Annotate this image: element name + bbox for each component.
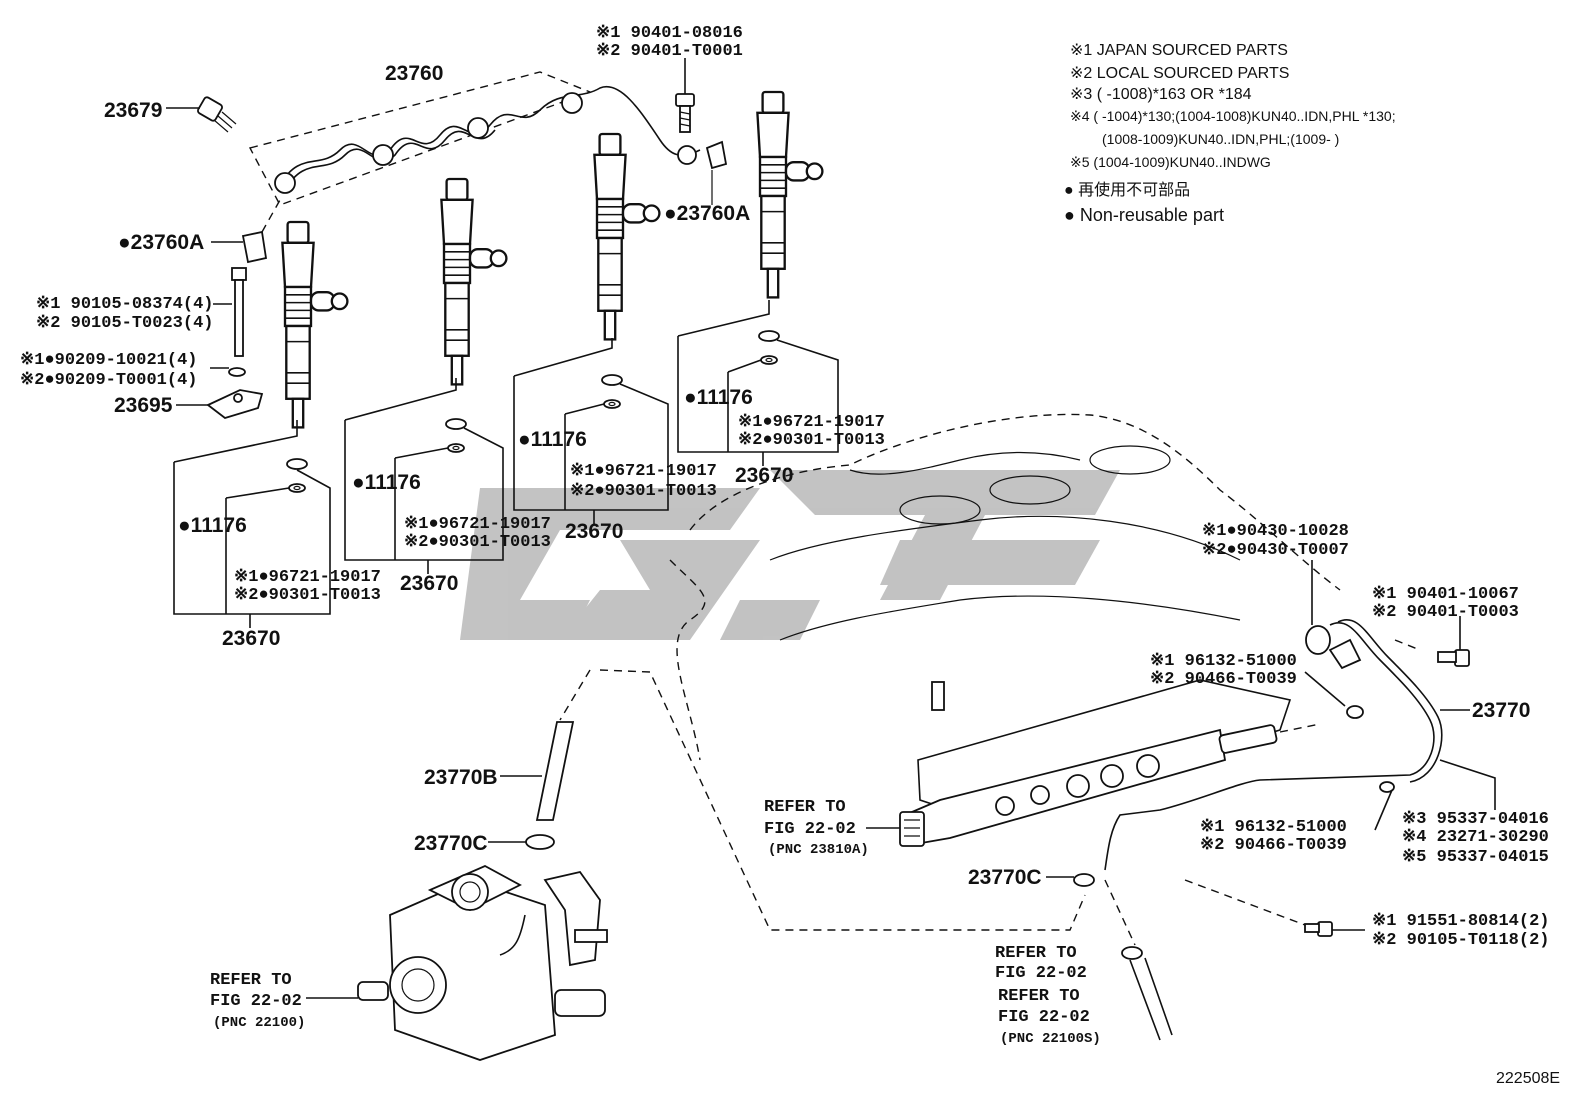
label-95337-a: ※3 95337-04016: [1402, 810, 1549, 829]
ref-hose-5: (PNC 22100S): [1000, 1031, 1101, 1047]
legend-local: ※2 LOCAL SOURCED PARTS: [1070, 65, 1289, 82]
label-95337-b: ※5 95337-04015: [1402, 848, 1549, 867]
part-labels: 23760 23679 ●23760A ●23760A ※1 90401-080…: [20, 24, 1560, 1087]
bolt-90401-10067[interactable]: [1437, 616, 1470, 667]
label-i4-a: ※1●96721-19017: [738, 413, 885, 432]
label-i2-23670: 23670: [400, 572, 458, 595]
label-90430-a: ※1●90430-10028: [1202, 522, 1349, 541]
hose-clamp-23770C-right[interactable]: [1046, 873, 1095, 887]
label-23271: ※4 23271-30290: [1402, 828, 1549, 847]
label-bolt-top-2: ※2 90401-T0001: [596, 42, 743, 61]
injection-pipe-set[interactable]: [248, 71, 701, 206]
ref-rail-2: FIG 22-02: [764, 820, 856, 839]
label-23770C-left: 23770C: [414, 832, 488, 855]
legend-nonreusable-en: ● Non-reusable part: [1064, 205, 1224, 225]
injector-1[interactable]: [281, 220, 349, 429]
ref-rail-3: (PNC 23810A): [768, 842, 869, 858]
label-90209-a: ※1●90209-10021(4): [20, 351, 197, 370]
figure-id: 222508E: [1496, 1070, 1560, 1087]
fuel-return-pipe-23770[interactable]: [1104, 560, 1496, 871]
ref-pump-1: REFER TO: [210, 971, 292, 990]
clamp-bolt-90105[interactable]: [213, 267, 247, 357]
label-90105-a: ※1 90105-08374(4): [36, 295, 213, 314]
label-90401-b: ※2 90401-T0003: [1372, 603, 1519, 622]
label-90209-b: ※2●90209-T0001(4): [20, 371, 197, 390]
pipe-clamp-23760A-left[interactable]: [211, 199, 281, 264]
legend-note4b: (1008-1009)KUN40..IDN,PHL;(1009- ): [1102, 131, 1339, 147]
label-96132-a: ※1 96132-51000: [1150, 652, 1297, 671]
supply-pump[interactable]: [306, 864, 608, 1061]
injector-3[interactable]: [593, 132, 661, 341]
legend: ※1 JAPAN SOURCED PARTS ※2 LOCAL SOURCED …: [1064, 42, 1396, 225]
hose-lower-right: [1104, 879, 1173, 1041]
fuel-hose-23770B[interactable]: [500, 721, 575, 821]
bolt-90401-top[interactable]: [675, 58, 695, 133]
label-23760A-left: ●23760A: [118, 231, 204, 254]
label-90466-a: ※2 90466-T0039: [1150, 670, 1297, 689]
label-bolt-top-1: ※1 90401-08016: [596, 24, 743, 43]
label-i1-a: ※1●96721-19017: [234, 568, 381, 587]
ref-hose-1: REFER TO: [995, 944, 1077, 963]
watermark-logo: [460, 470, 1120, 640]
bolt-91551[interactable]: [1184, 879, 1365, 937]
label-i3-11176: ●11176: [518, 428, 587, 451]
ref-hose-4: FIG 22-02: [998, 1008, 1090, 1027]
label-91551: ※1 91551-80814(2): [1372, 912, 1549, 931]
injector-2[interactable]: [440, 177, 508, 386]
label-i3-a: ※1●96721-19017: [570, 462, 717, 481]
label-23760: 23760: [385, 62, 443, 85]
label-23770: 23770: [1472, 699, 1530, 722]
label-90105-b: ※2 90105-T0023(4): [36, 314, 213, 333]
label-i1-23670: 23670: [222, 627, 280, 650]
seal-set-3: [513, 338, 669, 524]
pipe-clamp-23760A-right[interactable]: [677, 140, 728, 205]
injector-4[interactable]: [756, 90, 824, 299]
label-i4-23670: 23670: [735, 464, 793, 487]
label-i2-11176: ●11176: [352, 471, 421, 494]
legend-note5: ※5 (1004-1009)KUN40..INDWG: [1070, 154, 1271, 170]
legend-note4: ※4 ( -1004)*130;(1004-1008)KUN40..IDN,PH…: [1070, 108, 1396, 124]
label-23770C-right: 23770C: [968, 866, 1042, 889]
label-i1-11176: ●11176: [178, 514, 247, 537]
label-i2-a: ※1●96721-19017: [404, 515, 551, 534]
ref-rail-1: REFER TO: [764, 798, 846, 817]
ref-hose-2: FIG 22-02: [995, 964, 1087, 983]
hose-clamp-23770C-left[interactable]: [488, 834, 555, 850]
label-90401-a: ※1 90401-10067: [1372, 585, 1519, 604]
label-90105-right: ※2 90105-T0118(2): [1372, 931, 1549, 950]
label-i3-23670: 23670: [565, 520, 623, 543]
label-90466-b: ※2 90466-T0039: [1200, 836, 1347, 855]
label-96132-b: ※1 96132-51000: [1200, 818, 1347, 837]
cylinder-head-outline: [669, 413, 1341, 761]
label-i4-11176: ●11176: [684, 386, 753, 409]
ref-hose-3: REFER TO: [998, 987, 1080, 1006]
common-rail-assembly[interactable]: [866, 679, 1321, 847]
washer-90209[interactable]: [210, 367, 246, 377]
connector-dashes: [559, 669, 1086, 931]
label-i4-b: ※2●90301-T0013: [738, 431, 885, 450]
seal-set-4: [677, 300, 839, 466]
label-23679: 23679: [104, 99, 162, 122]
injector-clamp-23695[interactable]: [176, 389, 264, 419]
label-i1-b: ※2●90301-T0013: [234, 586, 381, 605]
union-bolt-23679[interactable]: [166, 96, 237, 133]
seal-set-1: [173, 420, 331, 628]
label-i2-b: ※2●90301-T0013: [404, 533, 551, 552]
ref-pump-3: (PNC 22100): [213, 1015, 305, 1031]
legend-nonreusable-jp: ● 再使用不可部品: [1064, 181, 1190, 199]
seal-set-2: [344, 378, 504, 574]
label-23695: 23695: [114, 394, 173, 417]
label-23760A-right: ●23760A: [664, 202, 750, 225]
ref-pump-2: FIG 22-02: [210, 992, 302, 1011]
legend-note3: ※3 ( -1008)*163 OR *184: [1070, 86, 1252, 103]
legend-japan: ※1 JAPAN SOURCED PARTS: [1070, 42, 1288, 59]
label-i3-b: ※2●90301-T0013: [570, 482, 717, 501]
label-23770B: 23770B: [424, 766, 498, 789]
label-90430-b: ※2●90430-T0007: [1202, 541, 1349, 560]
